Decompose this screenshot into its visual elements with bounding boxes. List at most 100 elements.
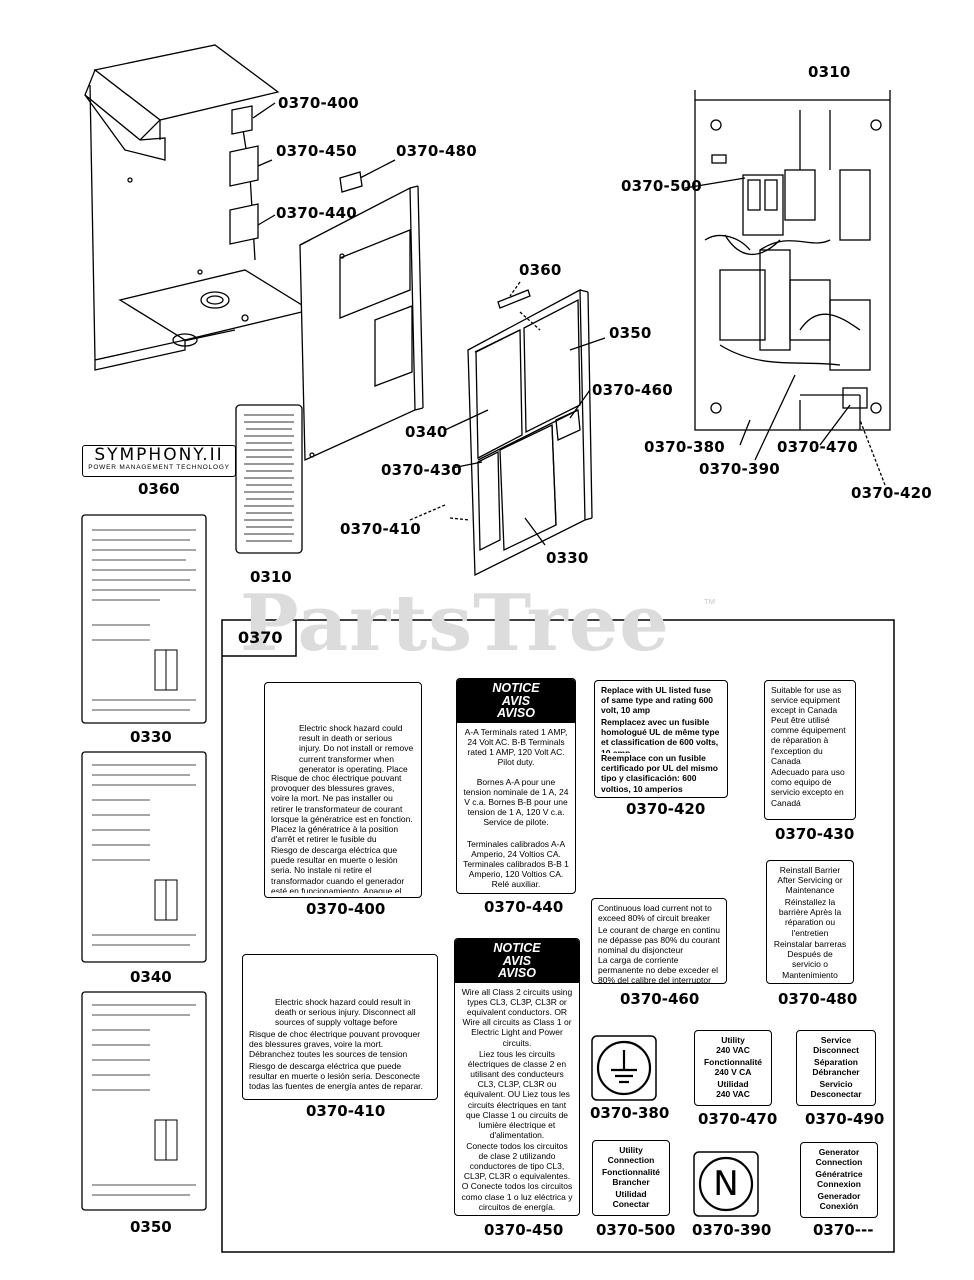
d500-line5: Utilidad bbox=[615, 1189, 647, 1199]
notice-header-fr: AVIS bbox=[501, 693, 531, 708]
door-drawing bbox=[299, 185, 424, 461]
symphony-logo-decal[interactable]: SYMPHONY.II POWER MANAGEMENT TECHNOLOGY bbox=[82, 445, 236, 477]
decal-450-spanish: Conecte todos los circuitos de clase 2 u… bbox=[461, 1140, 573, 1212]
dgen-line5: Generador bbox=[817, 1191, 861, 1201]
label-0370-380: 0370-380 bbox=[590, 1104, 670, 1122]
callout-0370-450[interactable]: 0370-450 bbox=[276, 142, 357, 160]
notice-header-450-fr: AVIS bbox=[502, 953, 532, 968]
callout-0350[interactable]: 0350 bbox=[609, 324, 652, 342]
decal-440-spanish: Terminales calibrados A-A Amperio, 24 Vo… bbox=[463, 838, 569, 890]
d470-line2: 240 VAC bbox=[716, 1045, 750, 1055]
decal-0370-440[interactable]: NOTICE AVIS AVISO A-A Terminals rated 1 … bbox=[456, 678, 576, 894]
callout-0370-460[interactable]: 0370-460 bbox=[592, 381, 673, 399]
callout-0370-470[interactable]: 0370-470 bbox=[777, 438, 858, 456]
watermark-tm: ™ bbox=[703, 596, 716, 611]
decal-400-spanish: Riesgo de descarga eléctrica que puede r… bbox=[271, 845, 405, 893]
decal-420-french: Remplacez avec un fusible homologué UL d… bbox=[601, 717, 720, 753]
decal-0370-500[interactable]: Utility Connection Fonctionnalité Branch… bbox=[592, 1140, 670, 1216]
decal-430-english: Suitable for use as service equipment ex… bbox=[771, 685, 842, 715]
decal-0370-480[interactable]: Reinstall Barrier After Servicing or Mai… bbox=[766, 860, 854, 984]
callout-0360[interactable]: 0360 bbox=[519, 261, 562, 279]
label-0370-470: 0370-470 bbox=[698, 1110, 778, 1128]
label-0370-490: 0370-490 bbox=[805, 1110, 885, 1128]
decal-0370-410[interactable]: Electric shock hazard could result in de… bbox=[242, 954, 438, 1100]
callout-0370-480[interactable]: 0370-480 bbox=[396, 142, 477, 160]
d490-line1: Service bbox=[820, 1035, 852, 1045]
d490-line6: Desconectar bbox=[810, 1089, 862, 1099]
decal-420-english: Replace with UL listed fuse of same type… bbox=[601, 685, 713, 716]
symphony-tagline: POWER MANAGEMENT TECHNOLOGY bbox=[88, 464, 230, 471]
dgen-line6: Conexión bbox=[819, 1201, 859, 1211]
decal-480-french: Réinstallez la barrière Après la réparat… bbox=[778, 897, 842, 938]
decal-400-english: Electric shock hazard could result in de… bbox=[299, 723, 414, 773]
callout-0370-440[interactable]: 0370-440 bbox=[276, 204, 357, 222]
notice-header-450-es: AVISO bbox=[498, 966, 536, 980]
decal-410-spanish: Riesgo de descarga eléctrica que puede r… bbox=[249, 1061, 423, 1092]
dgen-line1: Generator bbox=[818, 1147, 860, 1157]
d470-line4: 240 V CA bbox=[714, 1067, 752, 1077]
callout-0340[interactable]: 0340 bbox=[405, 423, 448, 441]
notice-header-450-en: NOTICE bbox=[493, 941, 541, 955]
d500-line1: Utility bbox=[619, 1145, 643, 1155]
decal-420-spanish: Reemplace con un fusible certificado por… bbox=[601, 753, 718, 793]
decal-480-english: Reinstall Barrier After Servicing or Mai… bbox=[777, 865, 843, 896]
label-0370-450: 0370-450 bbox=[484, 1221, 564, 1239]
label-0370-420: 0370-420 bbox=[626, 800, 706, 818]
panel-drawing bbox=[467, 288, 593, 577]
callout-0370-420[interactable]: 0370-420 bbox=[851, 484, 932, 502]
label-0370-500: 0370-500 bbox=[596, 1221, 676, 1239]
decal-0370-generator[interactable]: Generator Connection Génératrice Connexi… bbox=[800, 1142, 878, 1218]
callout-0370-410[interactable]: 0370-410 bbox=[340, 520, 421, 538]
callout-0370-380[interactable]: 0370-380 bbox=[644, 438, 725, 456]
group-0370-title: 0370 bbox=[238, 628, 283, 647]
decal-0370-490[interactable]: Service Disconnect Séparation Débrancher… bbox=[796, 1030, 876, 1106]
label-0370-400: 0370-400 bbox=[306, 900, 386, 918]
callout-0370-390[interactable]: 0370-390 bbox=[699, 460, 780, 478]
decal-0370-470[interactable]: Utility 240 VAC Fonctionnalité 240 V CA … bbox=[694, 1030, 772, 1106]
decal-0370-460[interactable]: Continuous load current not to exceed 80… bbox=[591, 898, 727, 984]
decal-450-french: Liez tous les circuits électriques de cl… bbox=[464, 1048, 570, 1141]
d500-line6: Conectar bbox=[612, 1199, 650, 1209]
label-0370-440: 0370-440 bbox=[484, 898, 564, 916]
symphony-logo: SYMPHONY.II bbox=[94, 445, 224, 465]
decal-0370-400[interactable]: Electric shock hazard could result in de… bbox=[264, 682, 422, 898]
decal-440-english: A-A Terminals rated 1 AMP, 24 Volt AC. B… bbox=[464, 726, 568, 768]
callout-0370-500[interactable]: 0370-500 bbox=[621, 177, 702, 195]
decal-430-spanish: Adecuado para uso como equipo de servici… bbox=[771, 767, 845, 808]
label-0310: 0310 bbox=[250, 568, 292, 586]
decal-460-french: Le courant de charge en continu ne dépas… bbox=[598, 925, 720, 955]
callout-0370-400[interactable]: 0370-400 bbox=[278, 94, 359, 112]
label-0370-480: 0370-480 bbox=[778, 990, 858, 1008]
notice-header-es: AVISO bbox=[497, 706, 535, 720]
callout-0330[interactable]: 0330 bbox=[546, 549, 589, 567]
d500-line2: Connection bbox=[607, 1155, 655, 1165]
callout-0310[interactable]: 0310 bbox=[808, 63, 851, 81]
label-0370-generator: 0370--- bbox=[813, 1221, 874, 1239]
d470-line1: Utility bbox=[721, 1035, 745, 1045]
notice-header-en: NOTICE bbox=[492, 681, 540, 695]
label-0370-390: 0370-390 bbox=[692, 1221, 772, 1239]
notice-header-450: NOTICE AVIS AVISO bbox=[455, 939, 579, 983]
label-0360: 0360 bbox=[138, 480, 180, 498]
label-0330: 0330 bbox=[130, 728, 172, 746]
notice-header: NOTICE AVIS AVISO bbox=[457, 679, 575, 723]
decal-480-spanish: Reinstalar barreras Después de servicio … bbox=[773, 939, 847, 979]
enclosure-drawing bbox=[84, 44, 312, 371]
decal-460-english: Continuous load current not to exceed 80… bbox=[598, 903, 712, 925]
decal-460-spanish: La carga de corriente permanente no debe… bbox=[598, 955, 719, 983]
callout-0370-430[interactable]: 0370-430 bbox=[381, 461, 462, 479]
decal-410-english: Electric shock hazard could result in de… bbox=[275, 997, 416, 1029]
d490-line3: Séparation bbox=[814, 1057, 858, 1067]
decal-0370-450[interactable]: NOTICE AVIS AVISO Wire all Class 2 circu… bbox=[454, 938, 580, 1216]
label-0370-430: 0370-430 bbox=[775, 825, 855, 843]
d470-line5: Utilidad bbox=[717, 1079, 749, 1089]
decal-0370-420[interactable]: Replace with UL listed fuse of same type… bbox=[594, 680, 728, 798]
d490-line5: Servicio bbox=[819, 1079, 853, 1089]
group-0370-frame bbox=[221, 619, 895, 1253]
d490-line2: Disconnect bbox=[813, 1045, 859, 1055]
decal-440-french: Bornes A-A pour une tension nominale de … bbox=[463, 776, 569, 828]
d490-line4: Débrancher bbox=[812, 1067, 860, 1077]
label-0370-410: 0370-410 bbox=[306, 1102, 386, 1120]
decal-0370-430[interactable]: Suitable for use as service equipment ex… bbox=[764, 680, 856, 820]
